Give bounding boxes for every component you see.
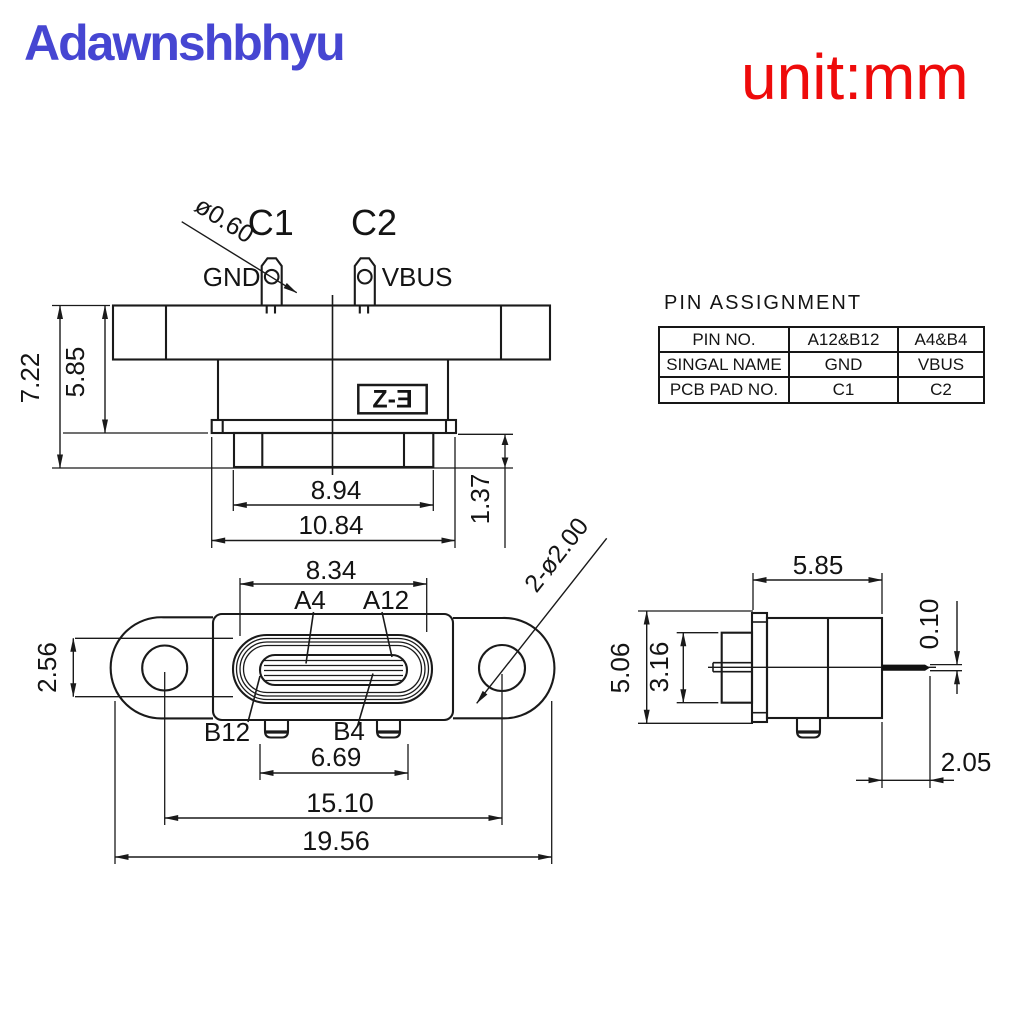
hole-dia-leader: [181, 221, 298, 294]
dim-pin-thickness: 0.10: [914, 599, 944, 650]
brand-logo: Adawnshbhyu: [24, 15, 346, 71]
top-view: Z-Ǝ C1 C2 GND VBUS ø0.60 7.22: [15, 191, 552, 548]
connector-body: [211, 612, 455, 722]
dim-total-height: 7.22: [15, 353, 45, 404]
top-view-body-bar: [111, 304, 552, 361]
pin-label-a4: A4: [294, 585, 326, 615]
top-view-plug: [232, 431, 435, 469]
dim-opening-width: 8.34: [306, 555, 357, 585]
front-view: A4 A12 B12 B4 8.34 2.56 6.69 15.10 19.56: [32, 513, 608, 864]
pin-hole-c2: [356, 268, 373, 285]
unit-label: unit:mm: [741, 41, 969, 113]
pin-label-a12: A12: [363, 585, 409, 615]
pin-table-cell: A4&B4: [897, 326, 985, 353]
signal-label-gnd: GND: [203, 262, 261, 292]
pin-table-cell: GND: [788, 351, 899, 378]
dim-tongue-width: 6.69: [311, 742, 362, 772]
mounting-ear-left: [109, 616, 213, 720]
mount-foot-right: [375, 720, 402, 739]
mounting-ear-right: [453, 616, 556, 720]
signal-label-vbus: VBUS: [382, 262, 453, 292]
dim-body-depth: 5.85: [793, 550, 844, 580]
pin-table-cell: C1: [788, 376, 899, 404]
pin-table-cell: SINGAL NAME: [658, 351, 790, 378]
pin-table-cell: A12&B12: [788, 326, 899, 353]
dim-total-width: 19.56: [302, 826, 370, 856]
pin-table-cell: C2: [897, 376, 985, 404]
marking-box: [357, 383, 428, 415]
solder-pin-c1: [260, 257, 283, 306]
usb-tongue: [258, 653, 409, 687]
dim-opening-height: 2.56: [32, 642, 62, 693]
dim-mount-holes: 2-ø2.00: [519, 513, 594, 598]
side-foot: [795, 718, 822, 739]
holes-note-leader: [476, 537, 608, 704]
top-view-plate: [210, 418, 458, 435]
pin-assignment-table: PIN NO. A12&B12 A4&B4 SINGAL NAME GND VB…: [658, 326, 985, 404]
dim-pin-length: 2.05: [941, 747, 992, 777]
dim-side-flange-height: 5.06: [605, 643, 635, 694]
dim-plug-depth: 1.37: [465, 474, 495, 525]
solder-pin-c2: [353, 257, 376, 306]
pad-label-c1: C1: [248, 202, 294, 243]
dim-flange-height: 5.85: [60, 347, 90, 398]
side-view: 5.85 5.06 3.16 0.10 2.05: [605, 550, 991, 788]
marking-text: Z-Ǝ: [372, 386, 412, 414]
mount-foot-left: [263, 720, 290, 739]
pin-table-cell: PIN NO.: [658, 326, 790, 353]
pin-table-title: PIN ASSIGNMENT: [664, 292, 863, 314]
pin-label-b4: B4: [333, 716, 365, 746]
pin-label-b12: B12: [204, 717, 250, 747]
pin-hole-c1: [263, 268, 280, 285]
dim-side-opening-height: 3.16: [644, 642, 674, 693]
smt-pin: [882, 664, 930, 671]
dim-plate-width: 10.84: [298, 510, 363, 540]
pad-label-c2: C2: [351, 202, 397, 243]
dim-pin-hole-dia: ø0.60: [190, 191, 259, 249]
pin-table-cell: PCB PAD NO.: [658, 376, 790, 404]
dim-hole-pitch: 15.10: [306, 788, 374, 818]
side-body: [765, 616, 884, 720]
dim-plug-width: 8.94: [311, 475, 362, 505]
receptacle-ring: [231, 633, 434, 705]
pin-table-cell: VBUS: [897, 351, 985, 378]
